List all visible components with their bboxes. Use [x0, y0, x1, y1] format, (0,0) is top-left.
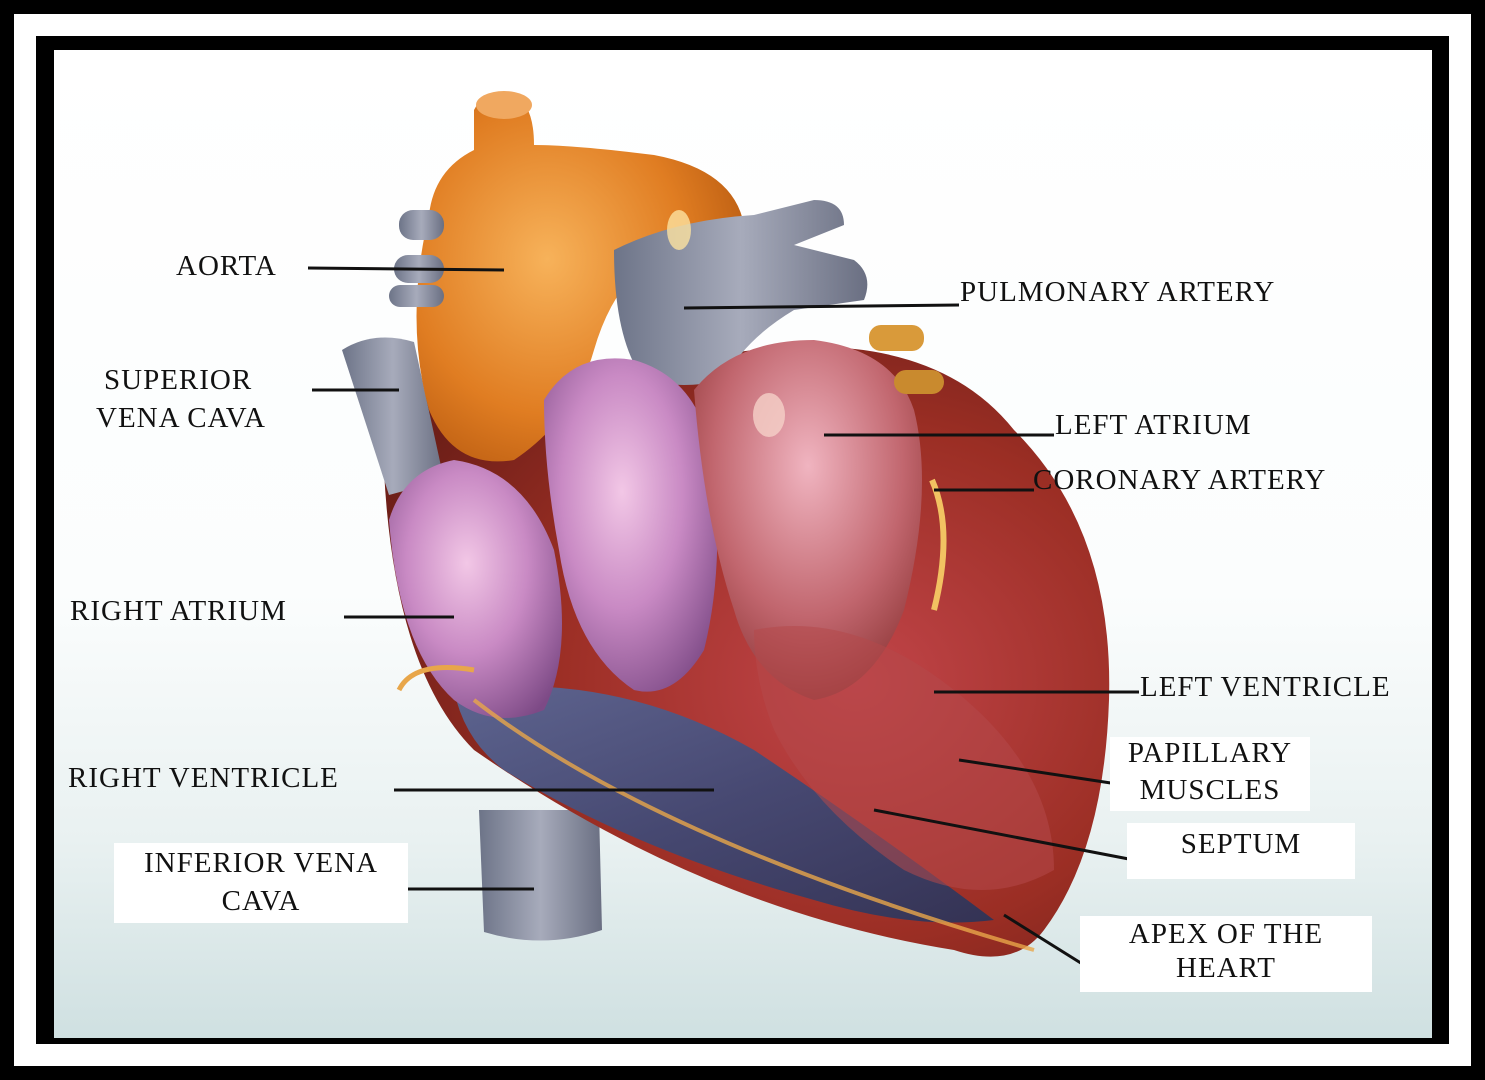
label-apex-of-the-heart: APEX OF THE HEART: [1080, 916, 1372, 992]
label-papillary-muscles: PAPILLARY MUSCLES: [1110, 737, 1310, 811]
label-apex-line1: APEX OF THE: [1080, 918, 1372, 950]
label-septum: SEPTUM: [1127, 823, 1355, 879]
label-right-atrium: RIGHT ATRIUM: [70, 595, 287, 627]
label-papillary-muscles-line2: MUSCLES: [1110, 774, 1310, 806]
aorta-highlight: [667, 210, 691, 250]
label-pulmonary-artery: PULMONARY ARTERY: [960, 276, 1275, 308]
label-superior-vena-cava-line1: SUPERIOR: [104, 364, 252, 396]
label-inferior-vena-cava: INFERIOR VENA CAVA: [114, 843, 408, 923]
aortic-branch-3: [389, 285, 444, 307]
label-inferior-vena-cava-line2: CAVA: [114, 885, 408, 917]
label-papillary-muscles-line1: PAPILLARY: [1110, 737, 1310, 769]
label-coronary-artery: CORONARY ARTERY: [1033, 464, 1326, 496]
inferior-vena-cava-shape: [479, 810, 602, 941]
leader-aorta: [308, 268, 504, 270]
label-right-ventricle: RIGHT VENTRICLE: [68, 762, 339, 794]
aortic-branch-1: [399, 210, 444, 240]
label-superior-vena-cava-line2: VENA CAVA: [96, 402, 266, 434]
label-inferior-vena-cava-line1: INFERIOR VENA: [114, 847, 408, 879]
label-left-atrium: LEFT ATRIUM: [1055, 409, 1252, 441]
left-atrium-highlight: [753, 393, 785, 437]
pulmonary-vein-1: [869, 325, 924, 351]
label-aorta: AORTA: [176, 250, 277, 282]
pulmonary-vein-2: [894, 370, 944, 394]
label-apex-line2: HEART: [1080, 952, 1372, 984]
label-left-ventricle: LEFT VENTRICLE: [1140, 671, 1391, 703]
aorta-top-opening: [476, 91, 532, 119]
